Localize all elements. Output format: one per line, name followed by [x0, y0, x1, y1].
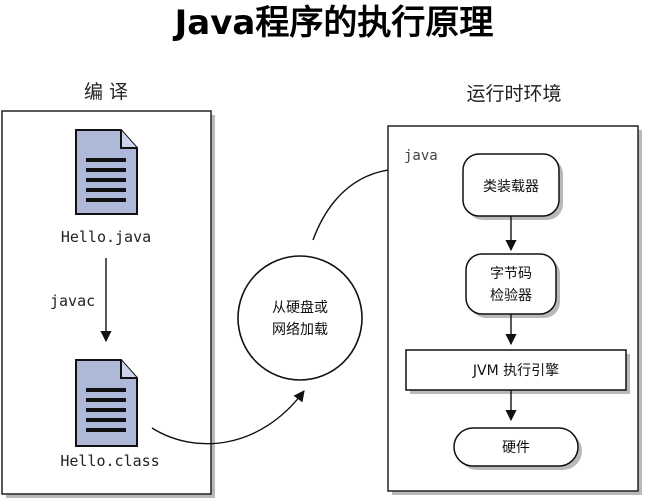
- compile-section-label: 编 译: [84, 81, 128, 103]
- source-file-label: Hello.java: [61, 228, 151, 246]
- verifier-label-line1: 字节码: [490, 266, 532, 282]
- class-file-icon: [75, 359, 138, 447]
- class-loader-label: 类装载器: [483, 179, 539, 195]
- class-to-loader-arrow: [151, 390, 305, 445]
- bytecode-verifier-node: [465, 253, 560, 318]
- class-file-label: Hello.class: [60, 452, 159, 470]
- jvm-engine-node: [405, 349, 630, 394]
- loader-circle: [237, 255, 363, 381]
- loader-label-line2: 网络加载: [272, 322, 328, 338]
- runtime-section-label: 运行时环境: [466, 83, 561, 105]
- loader-label-line1: 从硬盘或: [272, 299, 328, 316]
- java-command-label: java: [404, 148, 438, 164]
- jvm-engine-label: JVM 执行引擎: [472, 363, 559, 379]
- verifier-label-line2: 检验器: [490, 288, 532, 304]
- source-file-icon: [75, 129, 138, 215]
- class-loader-node: [462, 153, 563, 220]
- hardware-node: [453, 427, 582, 470]
- page-title: Java程序的执行原理: [173, 3, 494, 43]
- hardware-label: 硬件: [502, 440, 530, 456]
- compiler-label: javac: [50, 292, 95, 310]
